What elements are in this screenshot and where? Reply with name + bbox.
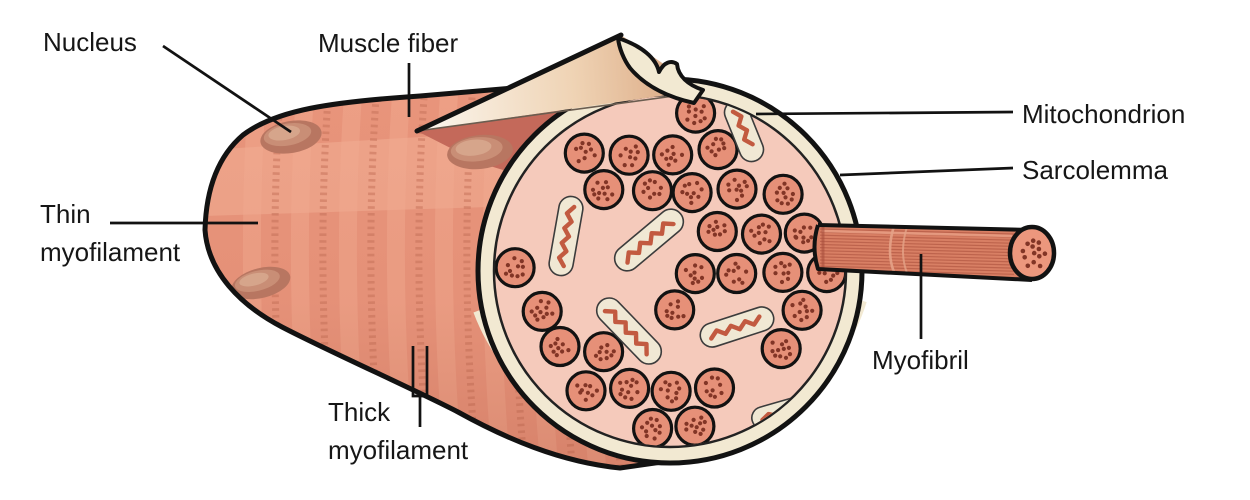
myofibril-circle xyxy=(608,367,651,409)
myofibril-circle xyxy=(674,253,716,295)
myofibril-circle xyxy=(631,170,674,212)
label-thin-myofilament: Thin myofilament xyxy=(40,199,181,267)
myofibril-circle xyxy=(563,132,605,174)
myofibril-circle xyxy=(495,247,536,289)
label-sarcolemma: Sarcolemma xyxy=(1022,155,1168,185)
myofibril-circle xyxy=(716,168,758,210)
myofibril-circle xyxy=(671,172,713,214)
myofibril-circle xyxy=(631,407,674,446)
sarcolemma-flap xyxy=(414,32,705,134)
myofibril-circle xyxy=(582,331,625,373)
fiber-cross-section xyxy=(475,76,865,466)
myofibril-circle xyxy=(674,405,716,446)
myofibril-circle xyxy=(652,134,694,176)
mitochondrion-shape xyxy=(595,297,663,365)
myofibril-circle xyxy=(781,289,823,331)
myofibril-circle xyxy=(650,370,692,412)
myofibril-circle xyxy=(521,290,563,332)
myofibril-circle xyxy=(693,367,736,409)
myofibril-circle xyxy=(716,252,758,295)
myofibril-circle xyxy=(697,129,739,171)
callout-line-nucleus xyxy=(162,44,292,134)
label-muscle-fiber: Muscle fiber xyxy=(318,28,459,58)
label-nucleus: Nucleus xyxy=(43,27,137,57)
callout-bracket-thick-myofilament xyxy=(411,346,429,427)
myofibril-circle xyxy=(583,169,625,211)
myofibril-circle xyxy=(760,328,802,370)
label-thick-myofilament: Thick myofilament xyxy=(328,397,469,465)
label-myofibril: Myofibril xyxy=(872,345,969,375)
myofibril-circle xyxy=(565,370,607,412)
nucleus-bump xyxy=(231,266,291,300)
nucleus-bump xyxy=(260,120,322,154)
myofibril-circle xyxy=(762,173,804,215)
callout-line-mitochondrion xyxy=(755,110,1014,116)
nucleus-bump xyxy=(447,134,513,170)
callout-line-sarcolemma xyxy=(839,166,1014,177)
myofibril-circle xyxy=(696,210,738,253)
myofibril-circle xyxy=(762,251,804,293)
myofibril-circle xyxy=(608,134,650,176)
sarcolemma-curl xyxy=(616,36,705,105)
myofibril-circle xyxy=(674,96,717,134)
myofibril-circle xyxy=(740,213,783,255)
myofibril-circle xyxy=(539,325,581,368)
myofibril-rod xyxy=(812,223,1057,282)
callout-lines xyxy=(110,44,1014,427)
label-mitochondrion: Mitochondrion xyxy=(1022,99,1186,129)
mitochondrion-shape xyxy=(613,208,685,272)
myofibril-circle xyxy=(654,289,696,331)
mitochondrion-shape xyxy=(548,195,584,277)
mitochondrion-shape xyxy=(699,306,775,348)
